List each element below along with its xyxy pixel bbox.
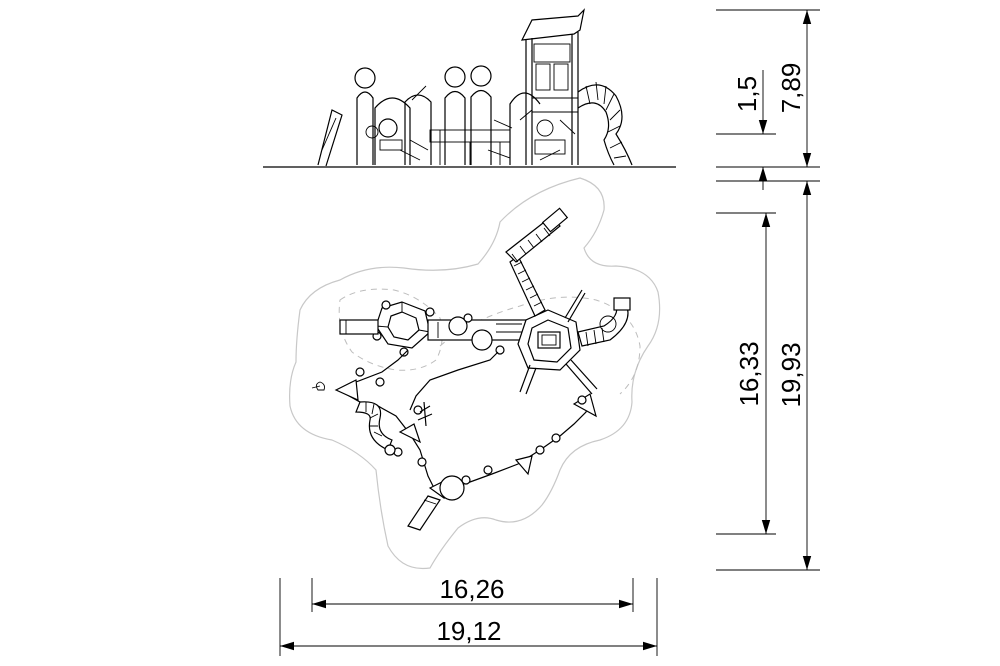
dim-width-inner: 16,26 <box>439 574 504 604</box>
dim-width-outer: 19,12 <box>436 616 501 646</box>
child-figures-center <box>444 65 492 165</box>
inner-zone-right <box>439 296 641 395</box>
ladder-piece <box>417 401 433 427</box>
dim-height-total: 7,89 <box>776 63 806 114</box>
child-figure-1 <box>354 67 376 165</box>
left-hex-tower <box>372 300 435 357</box>
horizontal-dimensions: 16,26 19,12 <box>279 574 658 656</box>
safety-zone <box>289 177 661 570</box>
main-tower <box>509 8 585 165</box>
main-tower-beams <box>519 289 598 395</box>
spiral-tube-slide <box>577 81 633 166</box>
dim-depth-outer: 19,93 <box>776 342 806 407</box>
plan-view <box>289 177 661 570</box>
main-hex-tower <box>517 309 581 371</box>
plan-bridge <box>427 313 529 355</box>
left-tower <box>365 85 432 165</box>
vertical-dimensions: 1,5 7,89 16,33 19,93 <box>716 9 820 571</box>
left-short-slide <box>339 319 379 335</box>
dim-height-platform: 1,5 <box>732 76 762 112</box>
tube-slide-upper <box>505 207 569 317</box>
small-spiral-slide <box>311 381 396 456</box>
elevation-view <box>263 8 676 168</box>
inner-zone-left <box>338 288 443 371</box>
dim-depth-inner: 16,33 <box>734 341 764 406</box>
bottom-tower <box>407 475 465 531</box>
left-slide <box>317 109 343 167</box>
tube-slide-right <box>577 297 631 347</box>
